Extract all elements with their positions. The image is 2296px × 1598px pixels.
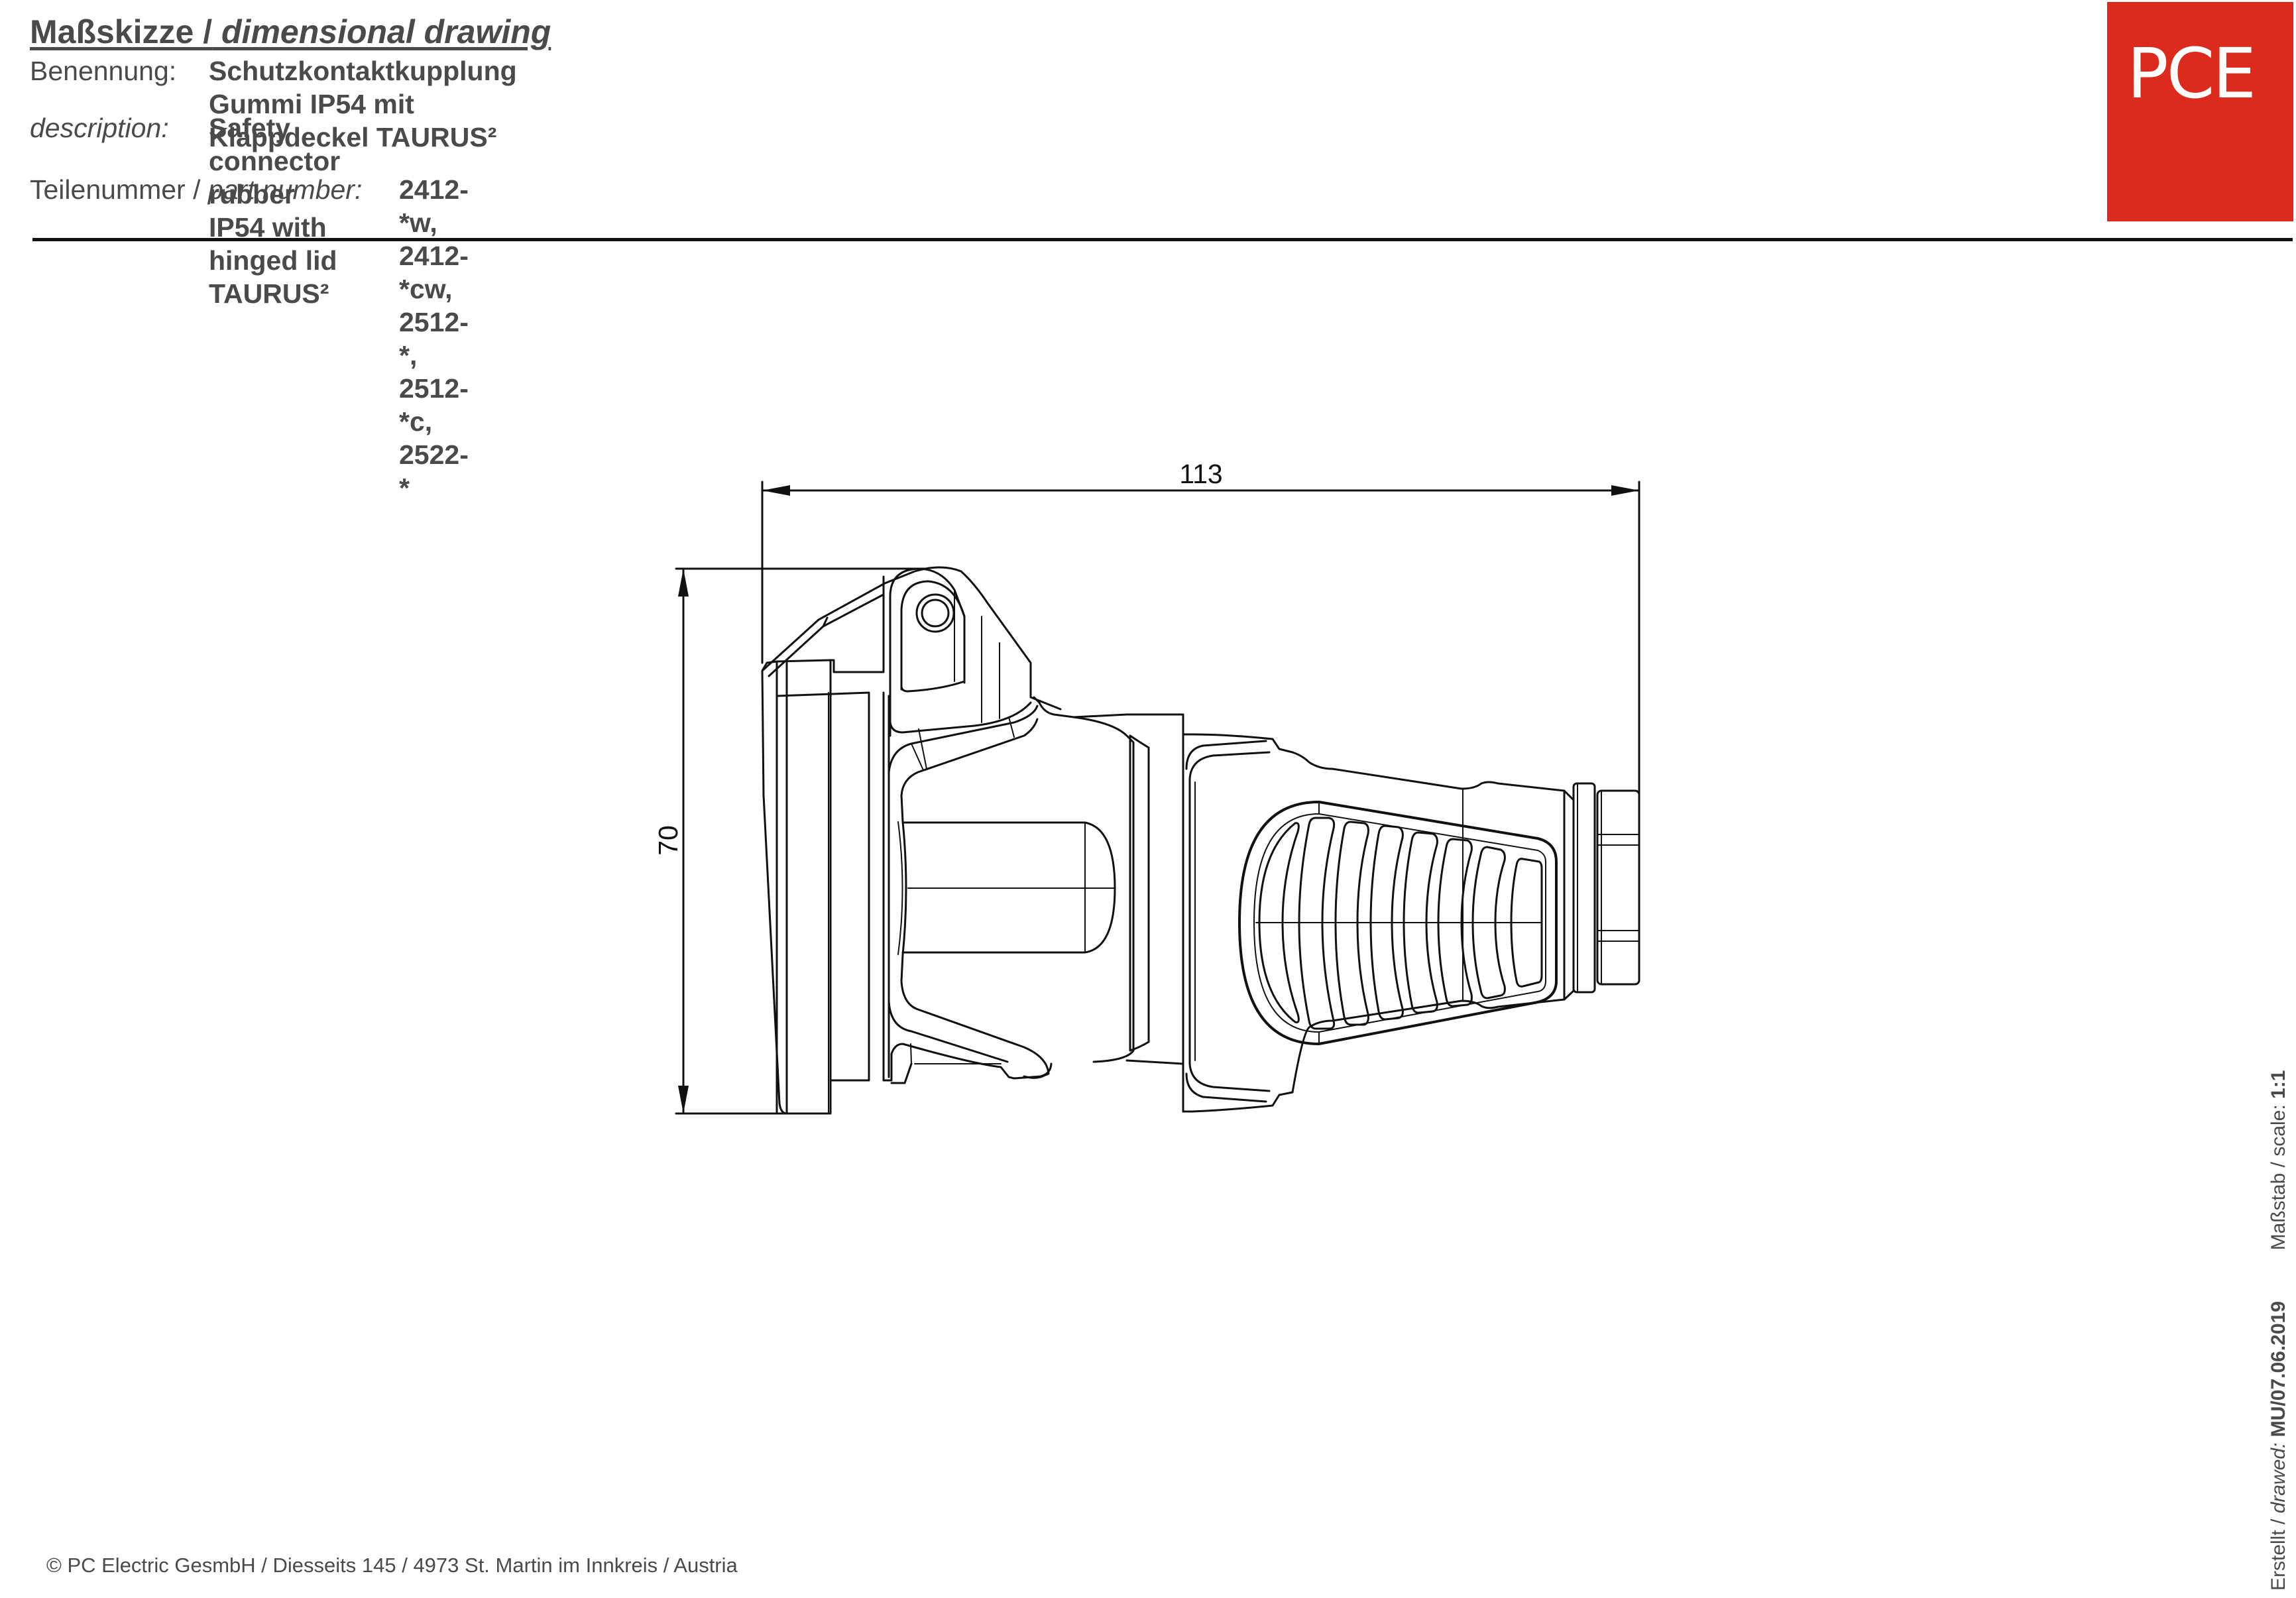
part-label-german: Teilenummer /	[30, 174, 201, 205]
part-number-value: 2412-*w, 2412-*cw, 2512-*, 2512-*c, 2522…	[399, 174, 469, 503]
title-german: Maßskizze /	[30, 13, 213, 50]
cable-gland	[1563, 782, 1640, 1001]
description-label: description:	[30, 113, 169, 143]
scale-label: Maßstab / scale:	[2267, 1104, 2289, 1251]
name-value: Schutzkontaktkupplung Gummi IP54 mit Kla…	[209, 56, 517, 152]
grip-slots	[1255, 817, 1543, 1030]
arrowhead-up-icon	[678, 569, 689, 597]
pce-logo: PCE	[2107, 2, 2293, 221]
created-label-german: Erstellt /	[2267, 1518, 2289, 1591]
dimension-height-label: 70	[653, 825, 683, 856]
dimension-width: 113	[761, 459, 1640, 797]
logo-text: PCE	[2127, 33, 2256, 114]
arrowhead-down-icon	[678, 1086, 689, 1113]
scale-value: 1:1	[2267, 1070, 2289, 1099]
header-divider	[32, 238, 2293, 241]
created-label-english: drawed:	[2267, 1442, 2289, 1514]
description-row: description: Safety connector rubber IP5…	[30, 111, 340, 309]
drawing-metadata: Erstellt / drawed: MU/07.06.2019 Maßstab…	[2267, 1070, 2291, 1591]
part-number-row: Teilenummer / part number: 2412-*w, 2412…	[30, 173, 469, 503]
page-title: Maßskizze / dimensional drawing	[30, 12, 551, 52]
created-value: MU/07.06.2019	[2267, 1301, 2289, 1438]
part-label-english: part number:	[207, 174, 363, 205]
arrowhead-left-icon	[762, 485, 790, 496]
name-label: Benennung:	[30, 56, 177, 86]
footer-copyright: © PC Electric GesmbH / Diesseits 145 / 4…	[46, 1554, 738, 1577]
arrowhead-right-icon	[1611, 485, 1639, 496]
name-row: Benennung: Schutzkontaktkupplung Gummi I…	[30, 54, 517, 152]
dimension-height: 70	[653, 567, 929, 1115]
title-english: dimensional drawing	[221, 13, 551, 50]
connector-side-view	[761, 566, 1640, 1115]
description-value: Safety connector rubber IP54 with hinged…	[209, 113, 341, 309]
dimension-width-label: 113	[1179, 459, 1222, 489]
